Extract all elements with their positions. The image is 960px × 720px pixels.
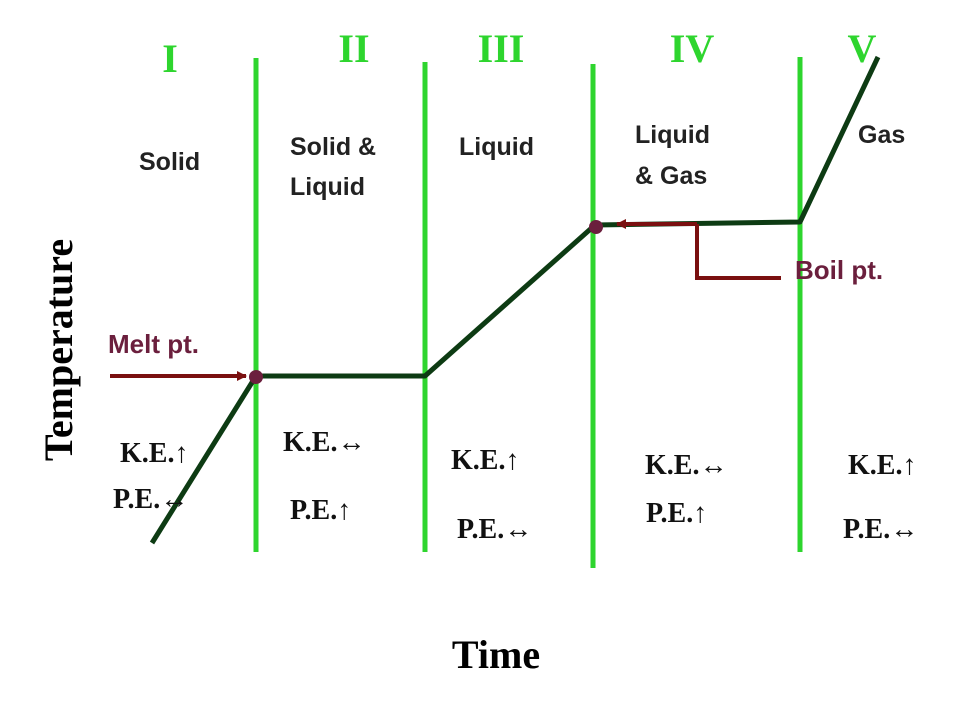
phase-label-2-line-2: Liquid (290, 173, 365, 201)
ke-label-2: K.E.↔ (283, 427, 365, 458)
phase-label-1: Solid (139, 148, 200, 176)
pe-label-3: P.E.↔ (457, 514, 532, 545)
phase-label-4-line-1: Liquid (635, 121, 710, 149)
melt-point-marker (249, 370, 263, 384)
region-numeral-5: V (848, 26, 877, 71)
region-numeral-2: II (338, 26, 369, 71)
region-numeral-1: I (162, 36, 178, 81)
region-dividers (253, 57, 803, 568)
ke-label-5: K.E.↑ (848, 450, 916, 481)
ke-label-3: K.E.↑ (451, 445, 519, 476)
melt-point-label: Melt pt. (108, 329, 199, 359)
ke-label-1: K.E.↑ (120, 438, 188, 469)
pe-label-5: P.E.↔ (843, 514, 918, 545)
region-numeral-3: III (478, 26, 525, 71)
phase-label-2-line-1: Solid & (290, 133, 376, 161)
phase-label-4-line-2: & Gas (635, 162, 707, 190)
boil-point-bracket (695, 224, 781, 280)
heating-curve (149, 55, 881, 545)
ke-label-4: K.E.↔ (645, 450, 727, 481)
x-axis-label: Time (452, 632, 540, 677)
y-axis-label: Temperature (36, 239, 81, 461)
region-numeral-4: IV (670, 26, 715, 71)
pe-label-2: P.E.↑ (290, 495, 351, 526)
pe-label-4: P.E.↑ (646, 498, 707, 529)
boil-point-marker (589, 220, 603, 234)
boil-point-label: Boil pt. (795, 255, 883, 285)
pe-label-1: P.E.↔ (113, 484, 188, 515)
phase-label-5: Gas (858, 121, 905, 149)
phase-label-3: Liquid (459, 133, 534, 161)
